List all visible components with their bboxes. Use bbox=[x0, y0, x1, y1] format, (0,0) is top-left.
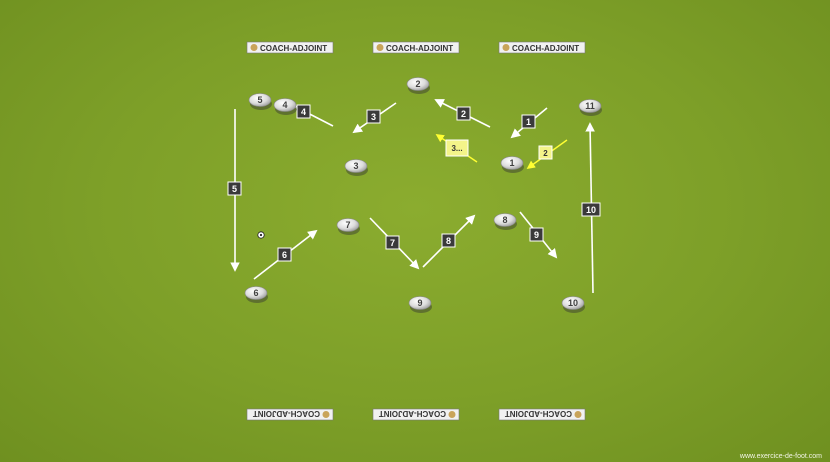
svg-text:6: 6 bbox=[282, 250, 287, 260]
svg-text:1: 1 bbox=[526, 117, 531, 127]
logo-icon bbox=[250, 44, 258, 51]
svg-text:9: 9 bbox=[534, 230, 539, 240]
player-11: 11 bbox=[578, 99, 602, 116]
svg-text:1: 1 bbox=[509, 158, 514, 168]
svg-text:5: 5 bbox=[257, 95, 262, 105]
svg-text:5: 5 bbox=[232, 184, 237, 194]
svg-text:2: 2 bbox=[415, 79, 420, 89]
player-1: 1 bbox=[500, 156, 524, 173]
logo-icon bbox=[502, 44, 510, 51]
arrow-label-5: 5 bbox=[227, 181, 242, 196]
arrow-label-10: 10 bbox=[581, 202, 601, 217]
sponsor-text: COACH-ADJOINT bbox=[386, 44, 453, 53]
arrow-label-9: 9 bbox=[529, 227, 544, 242]
arrows bbox=[230, 99, 595, 294]
player-7: 7 bbox=[336, 218, 360, 235]
arrow-label-4: 4 bbox=[296, 104, 311, 119]
arrow-label-3-dots: 3... bbox=[445, 139, 469, 157]
arrow-label-2-yellow: 2 bbox=[538, 145, 553, 160]
sponsor-board-top-right: COACH-ADJOINT bbox=[498, 41, 586, 54]
arrow-label-1: 1 bbox=[521, 114, 536, 129]
svg-text:8: 8 bbox=[446, 236, 451, 246]
sponsor-text: COACH-ADJOINT bbox=[379, 409, 446, 418]
svg-text:4: 4 bbox=[282, 100, 287, 110]
svg-text:2: 2 bbox=[543, 149, 548, 158]
svg-text:2: 2 bbox=[461, 109, 466, 119]
sponsor-board-bottom-center: COACH-ADJOINT bbox=[372, 408, 460, 421]
sponsor-board-bottom-left: COACH-ADJOINT bbox=[246, 408, 334, 421]
sponsor-text: COACH-ADJOINT bbox=[253, 409, 320, 418]
player-6: 6 bbox=[244, 286, 268, 303]
arrow-label-2: 2 bbox=[456, 106, 471, 121]
player-10: 10 bbox=[561, 296, 585, 313]
logo-icon bbox=[448, 411, 456, 418]
logo-icon bbox=[574, 411, 582, 418]
arrow-label-7: 7 bbox=[385, 235, 400, 250]
sponsor-board-bottom-right: COACH-ADJOINT bbox=[498, 408, 586, 421]
logo-icon bbox=[322, 411, 330, 418]
svg-text:10: 10 bbox=[586, 205, 596, 215]
player-5: 5 bbox=[248, 93, 272, 110]
arrow-label-3: 3 bbox=[366, 109, 381, 124]
svg-text:8: 8 bbox=[502, 215, 507, 225]
sponsor-text: COACH-ADJOINT bbox=[505, 409, 572, 418]
svg-text:9: 9 bbox=[417, 298, 422, 308]
watermark: www.exercice-de-foot.com bbox=[739, 453, 822, 460]
svg-text:3: 3 bbox=[353, 161, 358, 171]
sponsor-text: COACH-ADJOINT bbox=[512, 44, 579, 53]
player-8: 8 bbox=[493, 213, 517, 230]
player-4: 4 bbox=[273, 98, 297, 115]
player-3: 3 bbox=[344, 159, 368, 176]
svg-text:10: 10 bbox=[568, 298, 578, 308]
player-2: 2 bbox=[406, 77, 430, 94]
svg-text:6: 6 bbox=[253, 288, 258, 298]
svg-text:3: 3 bbox=[371, 112, 376, 122]
svg-text:4: 4 bbox=[301, 107, 306, 117]
logo-icon bbox=[376, 44, 384, 51]
svg-text:11: 11 bbox=[585, 101, 595, 111]
player-9: 9 bbox=[408, 296, 432, 313]
svg-text:3...: 3... bbox=[451, 144, 462, 153]
arrow-label-8: 8 bbox=[441, 233, 456, 248]
ball-icon bbox=[257, 231, 265, 239]
arrow-label-6: 6 bbox=[277, 247, 292, 262]
sponsor-text: COACH-ADJOINT bbox=[260, 44, 327, 53]
svg-text:7: 7 bbox=[345, 220, 350, 230]
svg-text:7: 7 bbox=[390, 238, 395, 248]
sponsor-board-top-left: COACH-ADJOINT bbox=[246, 41, 334, 54]
sponsor-board-top-center: COACH-ADJOINT bbox=[372, 41, 460, 54]
